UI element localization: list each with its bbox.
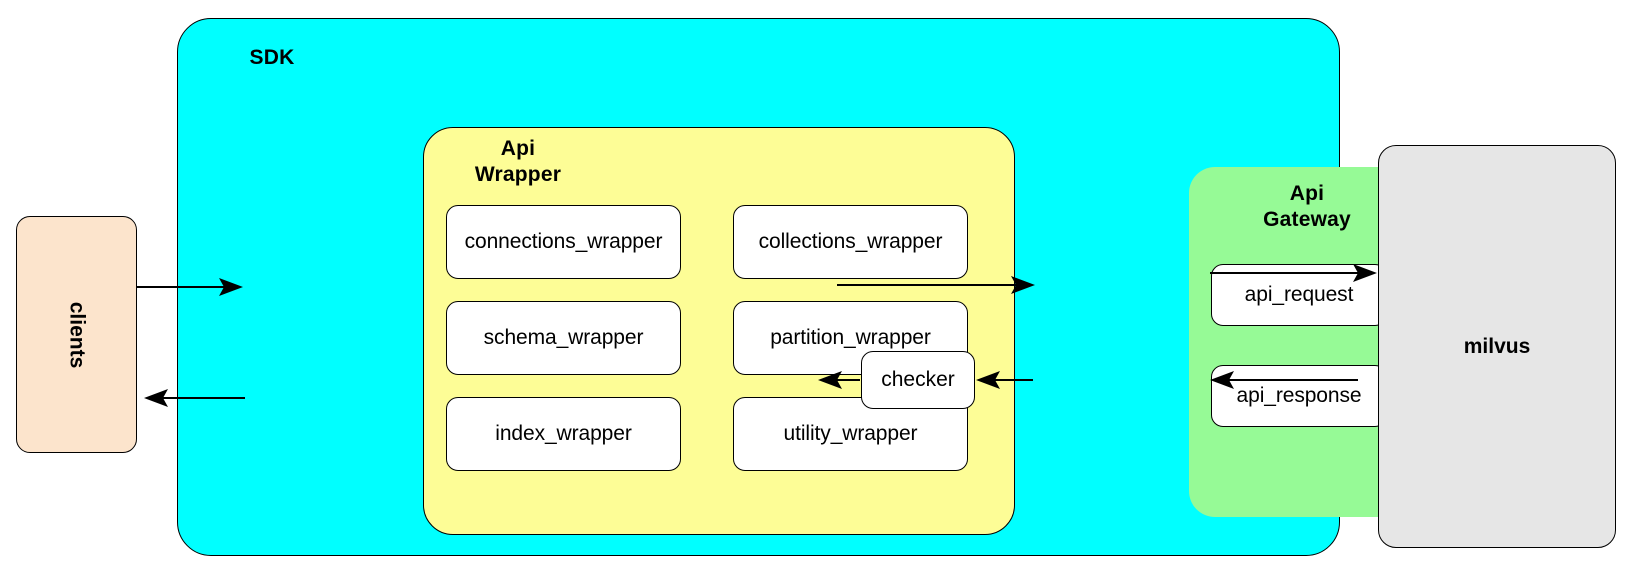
api-gateway-label: Api Gateway	[1263, 182, 1351, 231]
index-wrapper-node[interactable]: index_wrapper	[446, 397, 681, 471]
api-response-label: api_response	[1236, 384, 1362, 407]
clients-node[interactable]: clients	[16, 216, 137, 453]
partition-wrapper-label: partition_wrapper	[770, 326, 931, 349]
connections-wrapper-node[interactable]: connections_wrapper	[446, 205, 681, 279]
connections-wrapper-label: connections_wrapper	[464, 230, 663, 253]
checker-node[interactable]: checker	[861, 351, 975, 409]
clients-label: clients	[65, 301, 89, 368]
utility-wrapper-node[interactable]: utility_wrapper	[733, 397, 968, 471]
collections-wrapper-label: collections_wrapper	[758, 230, 943, 253]
sdk-container[interactable]: SDK Api Wrapper connections_wrapper coll…	[177, 18, 1467, 556]
utility-wrapper-label: utility_wrapper	[783, 422, 918, 445]
partition-wrapper-node[interactable]: partition_wrapper	[733, 301, 968, 375]
checker-label: checker	[881, 368, 955, 391]
api-wrapper-label: Api Wrapper	[474, 137, 562, 186]
api-response-node[interactable]: api_response	[1211, 365, 1387, 427]
api-request-node[interactable]: api_request	[1211, 264, 1387, 326]
milvus-node[interactable]: milvus	[1378, 145, 1616, 548]
api-wrapper-container[interactable]: Api Wrapper connections_wrapper collecti…	[423, 127, 1015, 535]
index-wrapper-label: index_wrapper	[495, 422, 632, 445]
collections-wrapper-node[interactable]: collections_wrapper	[733, 205, 968, 279]
sdk-label: SDK	[249, 46, 295, 69]
schema-wrapper-label: schema_wrapper	[483, 326, 644, 349]
api-request-label: api_request	[1244, 283, 1354, 306]
schema-wrapper-node[interactable]: schema_wrapper	[446, 301, 681, 375]
milvus-label: milvus	[1463, 334, 1531, 358]
